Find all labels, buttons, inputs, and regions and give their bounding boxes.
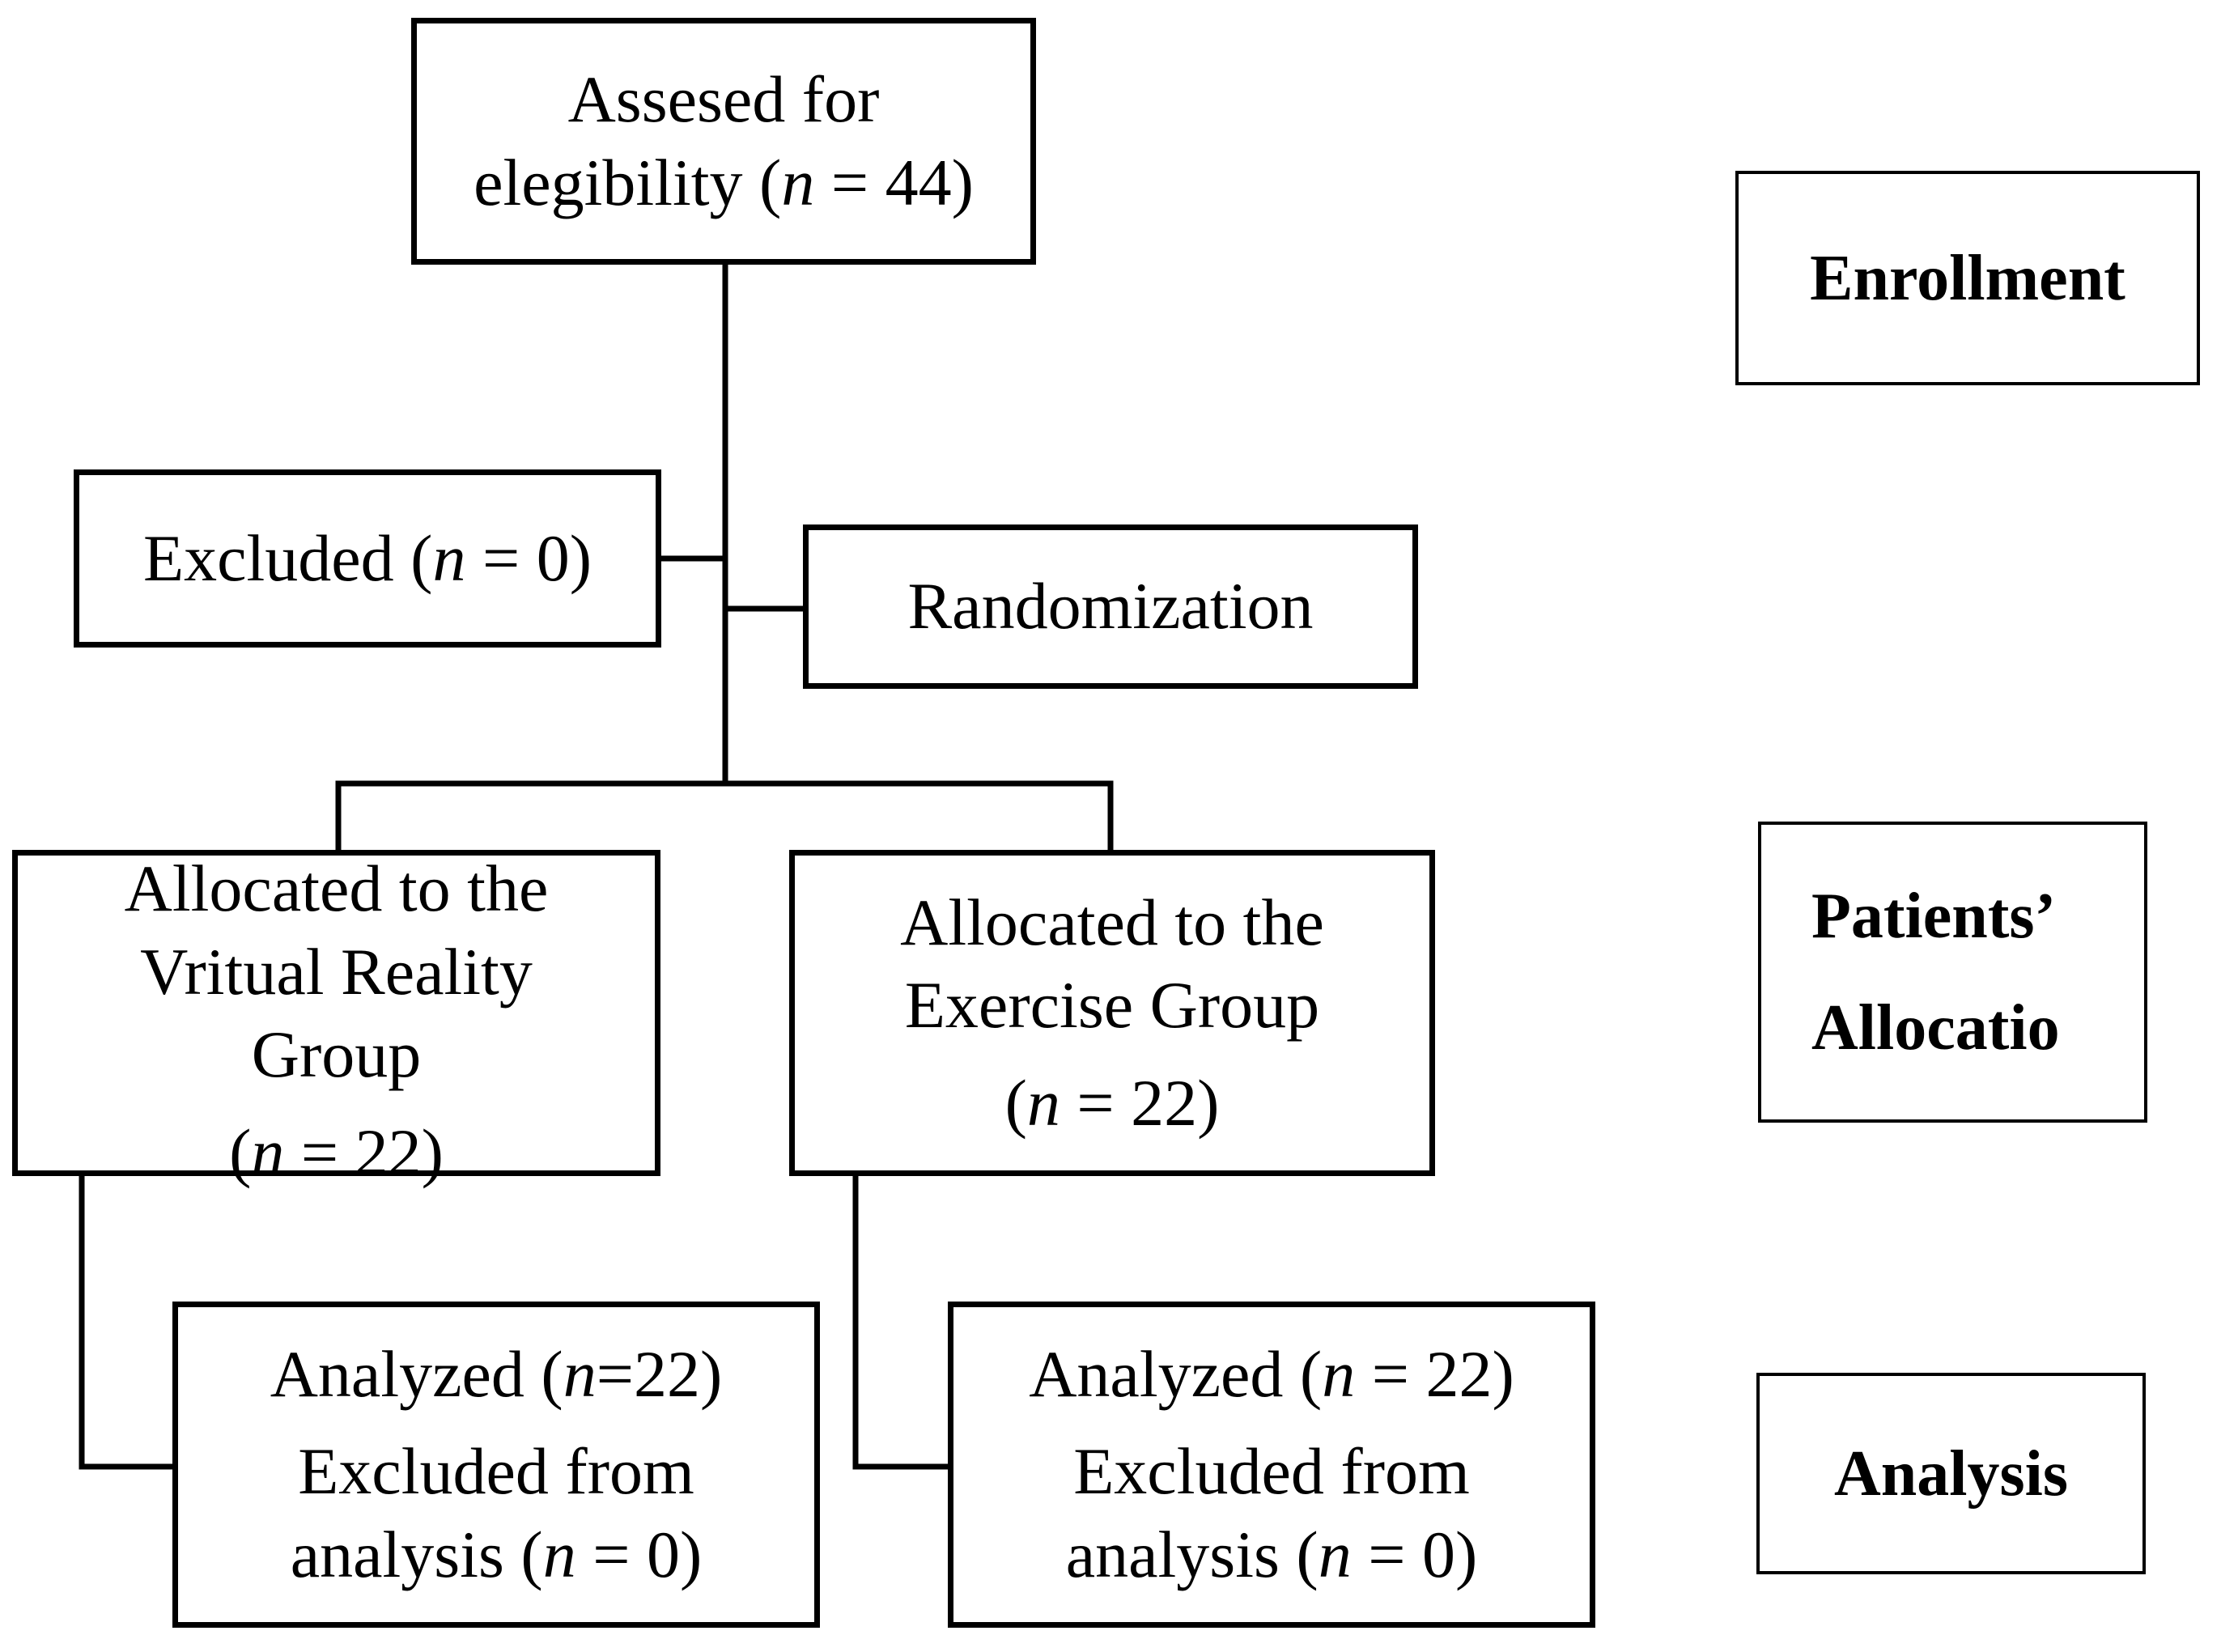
analyzed-ex-line3: analysis (n = 0) — [1065, 1517, 1478, 1591]
exercise-count: (n = 22) — [1004, 1065, 1220, 1140]
analyzed-vr-line2: Excluded from — [298, 1434, 694, 1509]
analyzed-ex-line2: Excluded from — [1073, 1434, 1470, 1509]
analyzed-exercise-box: Analyzed (n = 22) Excluded from analysis… — [948, 1302, 1595, 1628]
vr-count: (n = 22) — [229, 1115, 444, 1189]
stage-allocation-line2: Allocatio — [1811, 992, 2060, 1064]
vr-line3: Group — [251, 1017, 422, 1091]
analyzed-vr-line3: analysis (n = 0) — [290, 1517, 703, 1591]
assessed-line1: Assesed for — [567, 62, 880, 136]
assessed-box: Assesed for elegibility (n = 44) — [411, 18, 1036, 265]
stage-analysis-box: Analysis — [1756, 1373, 2146, 1574]
exercise-line1: Allocated to the — [900, 885, 1324, 959]
vr-line1: Allocated to the — [124, 851, 549, 925]
excluded-text: Excluded (n = 0) — [142, 520, 592, 595]
randomization-box: Randomization — [803, 524, 1418, 689]
stage-allocation-box: Patients’ Allocatio — [1758, 822, 2147, 1123]
vr-to-analysis — [79, 1170, 178, 1470]
exercise-line2: Exercise Group — [904, 968, 1320, 1043]
stage-analysis-text: Analysis — [1834, 1438, 2068, 1510]
vr-group-box: Allocated to the Vritual Reality Group (… — [12, 850, 660, 1189]
excluded-box: Excluded (n = 0) — [74, 469, 661, 648]
randomization-text: Randomization — [907, 569, 1314, 643]
exercise-group-box: Allocated to the Exercise Group (n = 22) — [789, 850, 1435, 1176]
vr-line2: Vritual Reality — [140, 934, 533, 1009]
analyzed-vr-box: Analyzed (n=22) Excluded from analysis (… — [172, 1302, 820, 1628]
stage-enrollment-box: Enrollment — [1735, 171, 2200, 385]
exercise-to-analysis — [852, 1170, 953, 1470]
stage-allocation-line1: Patients’ — [1811, 881, 2057, 952]
assessed-line2: elegibility (n = 44) — [474, 145, 974, 219]
analyzed-ex-line1: Analyzed (n = 22) — [1029, 1336, 1514, 1411]
stage-enrollment-text: Enrollment — [1810, 242, 2125, 314]
analyzed-vr-line1: Analyzed (n=22) — [270, 1336, 723, 1411]
